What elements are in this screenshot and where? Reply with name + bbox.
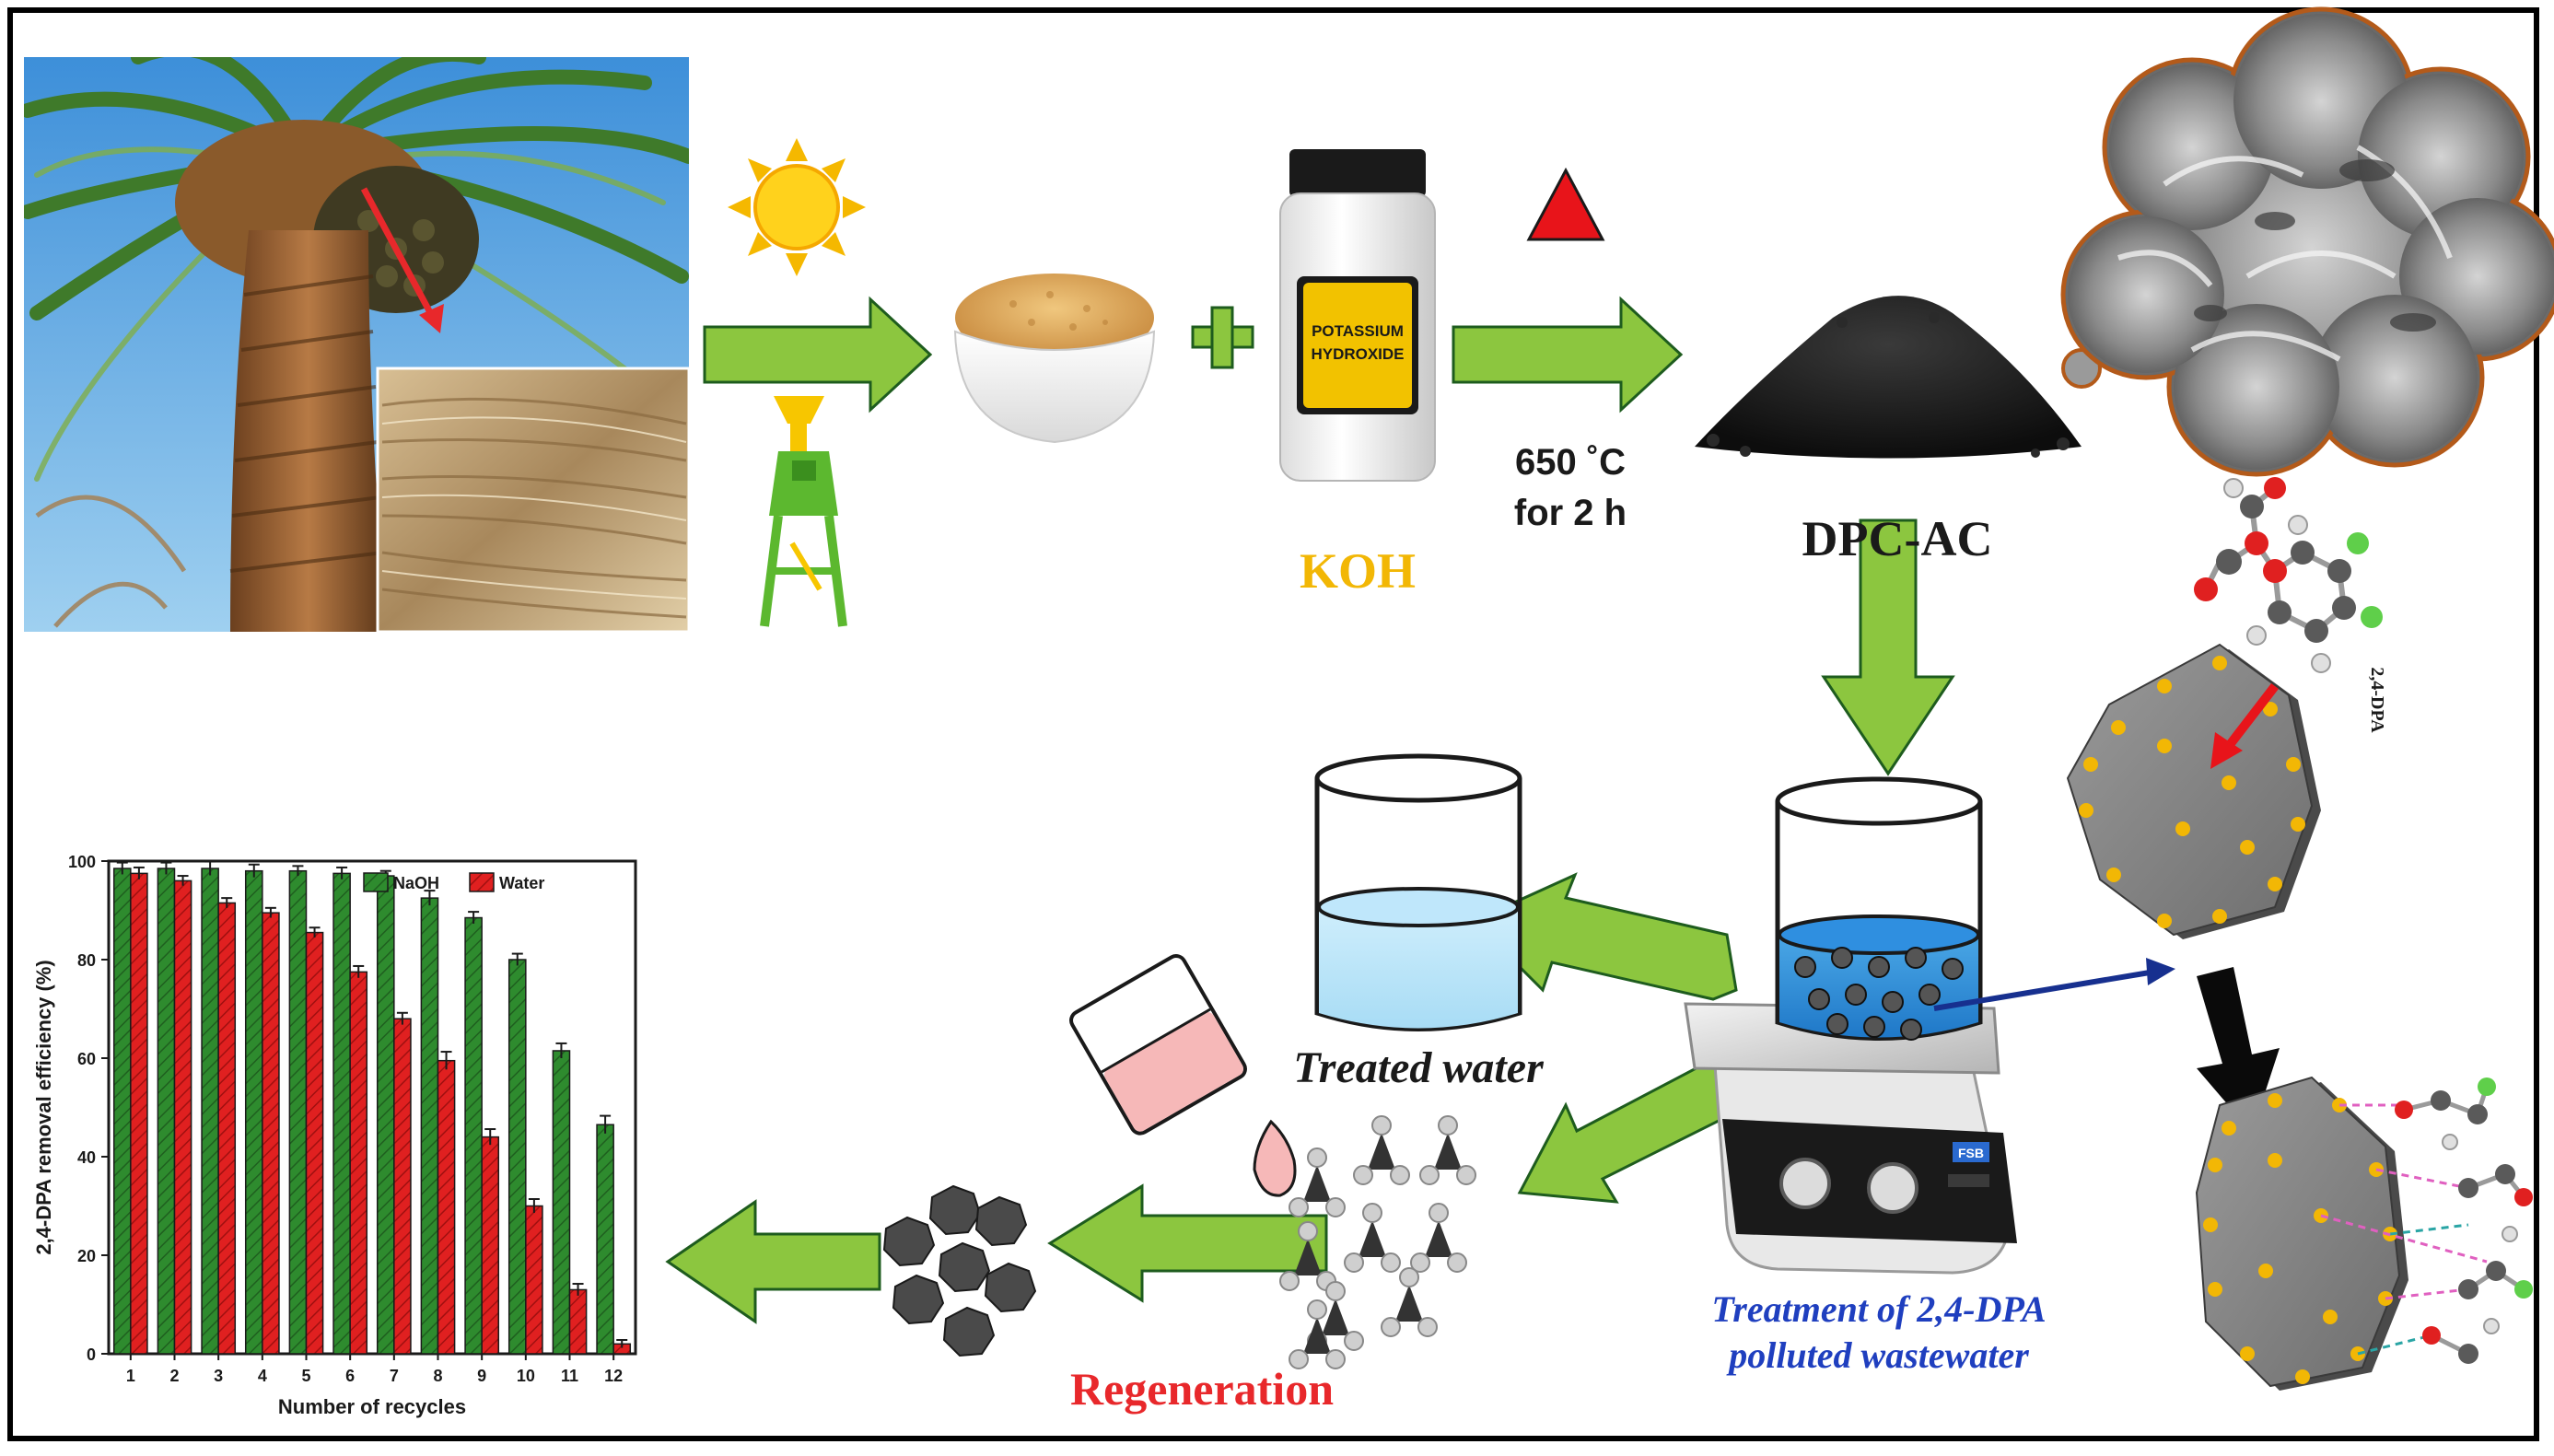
temperature-label: 650 ˚C [1515,442,1626,483]
plus-icon [1191,306,1254,369]
x-tick-label: 6 [345,1367,355,1385]
x-tick-label: 8 [433,1367,442,1385]
bar-water-7 [393,1018,412,1355]
x-tick-label: 7 [390,1367,399,1385]
red-arrow-adsorption [2210,682,2279,769]
y-tick-label: 0 [87,1345,96,1364]
date-palm-powder-bowl [953,274,1156,444]
bar-naoh-3 [201,868,219,1355]
bar-naoh-5 [288,869,308,1355]
treatment-label-line2: polluted wastewater [1726,1334,2029,1376]
x-tick-label: 9 [477,1367,486,1385]
treated-water-beaker [1314,753,1522,1031]
adsorbent-sheet-bottom [2195,1076,2533,1391]
duration-label: for 2 h [1514,493,1627,533]
bottle-label-line1: POTASSIUM [1312,322,1404,340]
heat-triangle-icon [1526,167,1605,241]
black-arrow-down [2197,967,2280,1133]
palm-tree-photo [24,57,689,632]
plot-area [107,859,637,1356]
x-tick-label: 2 [169,1367,179,1385]
bar-water-10 [525,1205,543,1355]
magnetic-stirrer: FSB [1684,1002,2017,1275]
blue-arrow [1933,958,2175,1011]
bar-naoh-1 [112,868,132,1355]
y-axis-label: 2,4-DPA removal efficiency (%) [32,960,55,1254]
bar-naoh-6 [332,872,351,1355]
regenerated-carbon [882,1184,1037,1357]
koh-bottle: POTASSIUM HYDROXIDE [1279,149,1436,482]
arrow-regeneration [1047,1183,1328,1303]
bar-naoh-10 [507,959,527,1355]
y-tick-label: 20 [77,1247,96,1265]
bar-naoh-9 [464,916,483,1355]
y-tick-label: 60 [77,1050,96,1068]
wastewater-beaker [1775,776,1983,1041]
legend-label-water: Water [499,874,544,892]
pouring-glass [1069,954,1247,1136]
treatment-label-line1: Treatment of 2,4-DPA [1711,1288,2046,1330]
x-axis-label: Number of recycles [278,1395,466,1418]
y-tick-label: 40 [77,1148,96,1167]
x-tick-label: 12 [604,1367,623,1385]
bar-water-11 [568,1288,588,1355]
bar-naoh-11 [552,1050,571,1355]
legend-swatch-naoh [363,872,389,892]
x-tick-label: 3 [214,1367,223,1385]
koh-label: KOH [1300,543,1416,599]
eluent-drop [1253,1119,1297,1197]
bar-water-6 [349,971,368,1355]
bar-naoh-7 [376,875,395,1355]
bar-naoh-2 [157,868,176,1355]
bar-naoh-4 [244,869,263,1355]
legend-swatch-water [469,872,495,892]
x-tick-label: 4 [258,1367,267,1385]
grinder-icon [760,396,847,627]
bar-water-8 [437,1059,456,1355]
arrow-down [1821,518,1955,776]
molecule-label: 2,4-DPA [2367,667,2387,733]
bar-water-1 [130,872,148,1355]
x-tick-label: 11 [561,1367,578,1385]
arrow-to-chart [665,1199,881,1324]
arrow-2 [1452,296,1684,414]
bar-naoh-12 [596,1124,614,1355]
dpc-ac-label: DPC-AC [1802,511,1993,566]
y-tick-label: 100 [68,853,96,871]
bar-naoh-8 [420,897,439,1355]
bar-water-4 [262,912,280,1355]
regeneration-label: Regeneration [1070,1363,1334,1415]
y-tick-label: 80 [77,951,96,970]
legend-label-naoh: NaOH [393,874,439,892]
activated-carbon-pile [1695,296,2082,459]
arrow-1 [703,296,933,414]
sun-icon [728,138,866,276]
bar-water-9 [481,1136,500,1355]
x-tick-label: 5 [301,1367,310,1385]
sem-image-cloud [2060,6,2554,477]
bar-water-3 [217,902,237,1355]
stirrer-brand: FSB [1958,1146,1984,1160]
x-tick-label: 1 [126,1367,135,1385]
adsorbent-sheet-top [2066,643,2321,939]
bottle-label-line2: HYDROXIDE [1311,345,1404,363]
bar-water-2 [173,879,192,1355]
dpa-molecule [2194,477,2383,673]
treated-water-label: Treated water [1293,1043,1545,1092]
x-tick-label: 10 [517,1367,535,1385]
separated-adsorbent [1279,1115,1476,1369]
bar-water-5 [305,931,324,1355]
